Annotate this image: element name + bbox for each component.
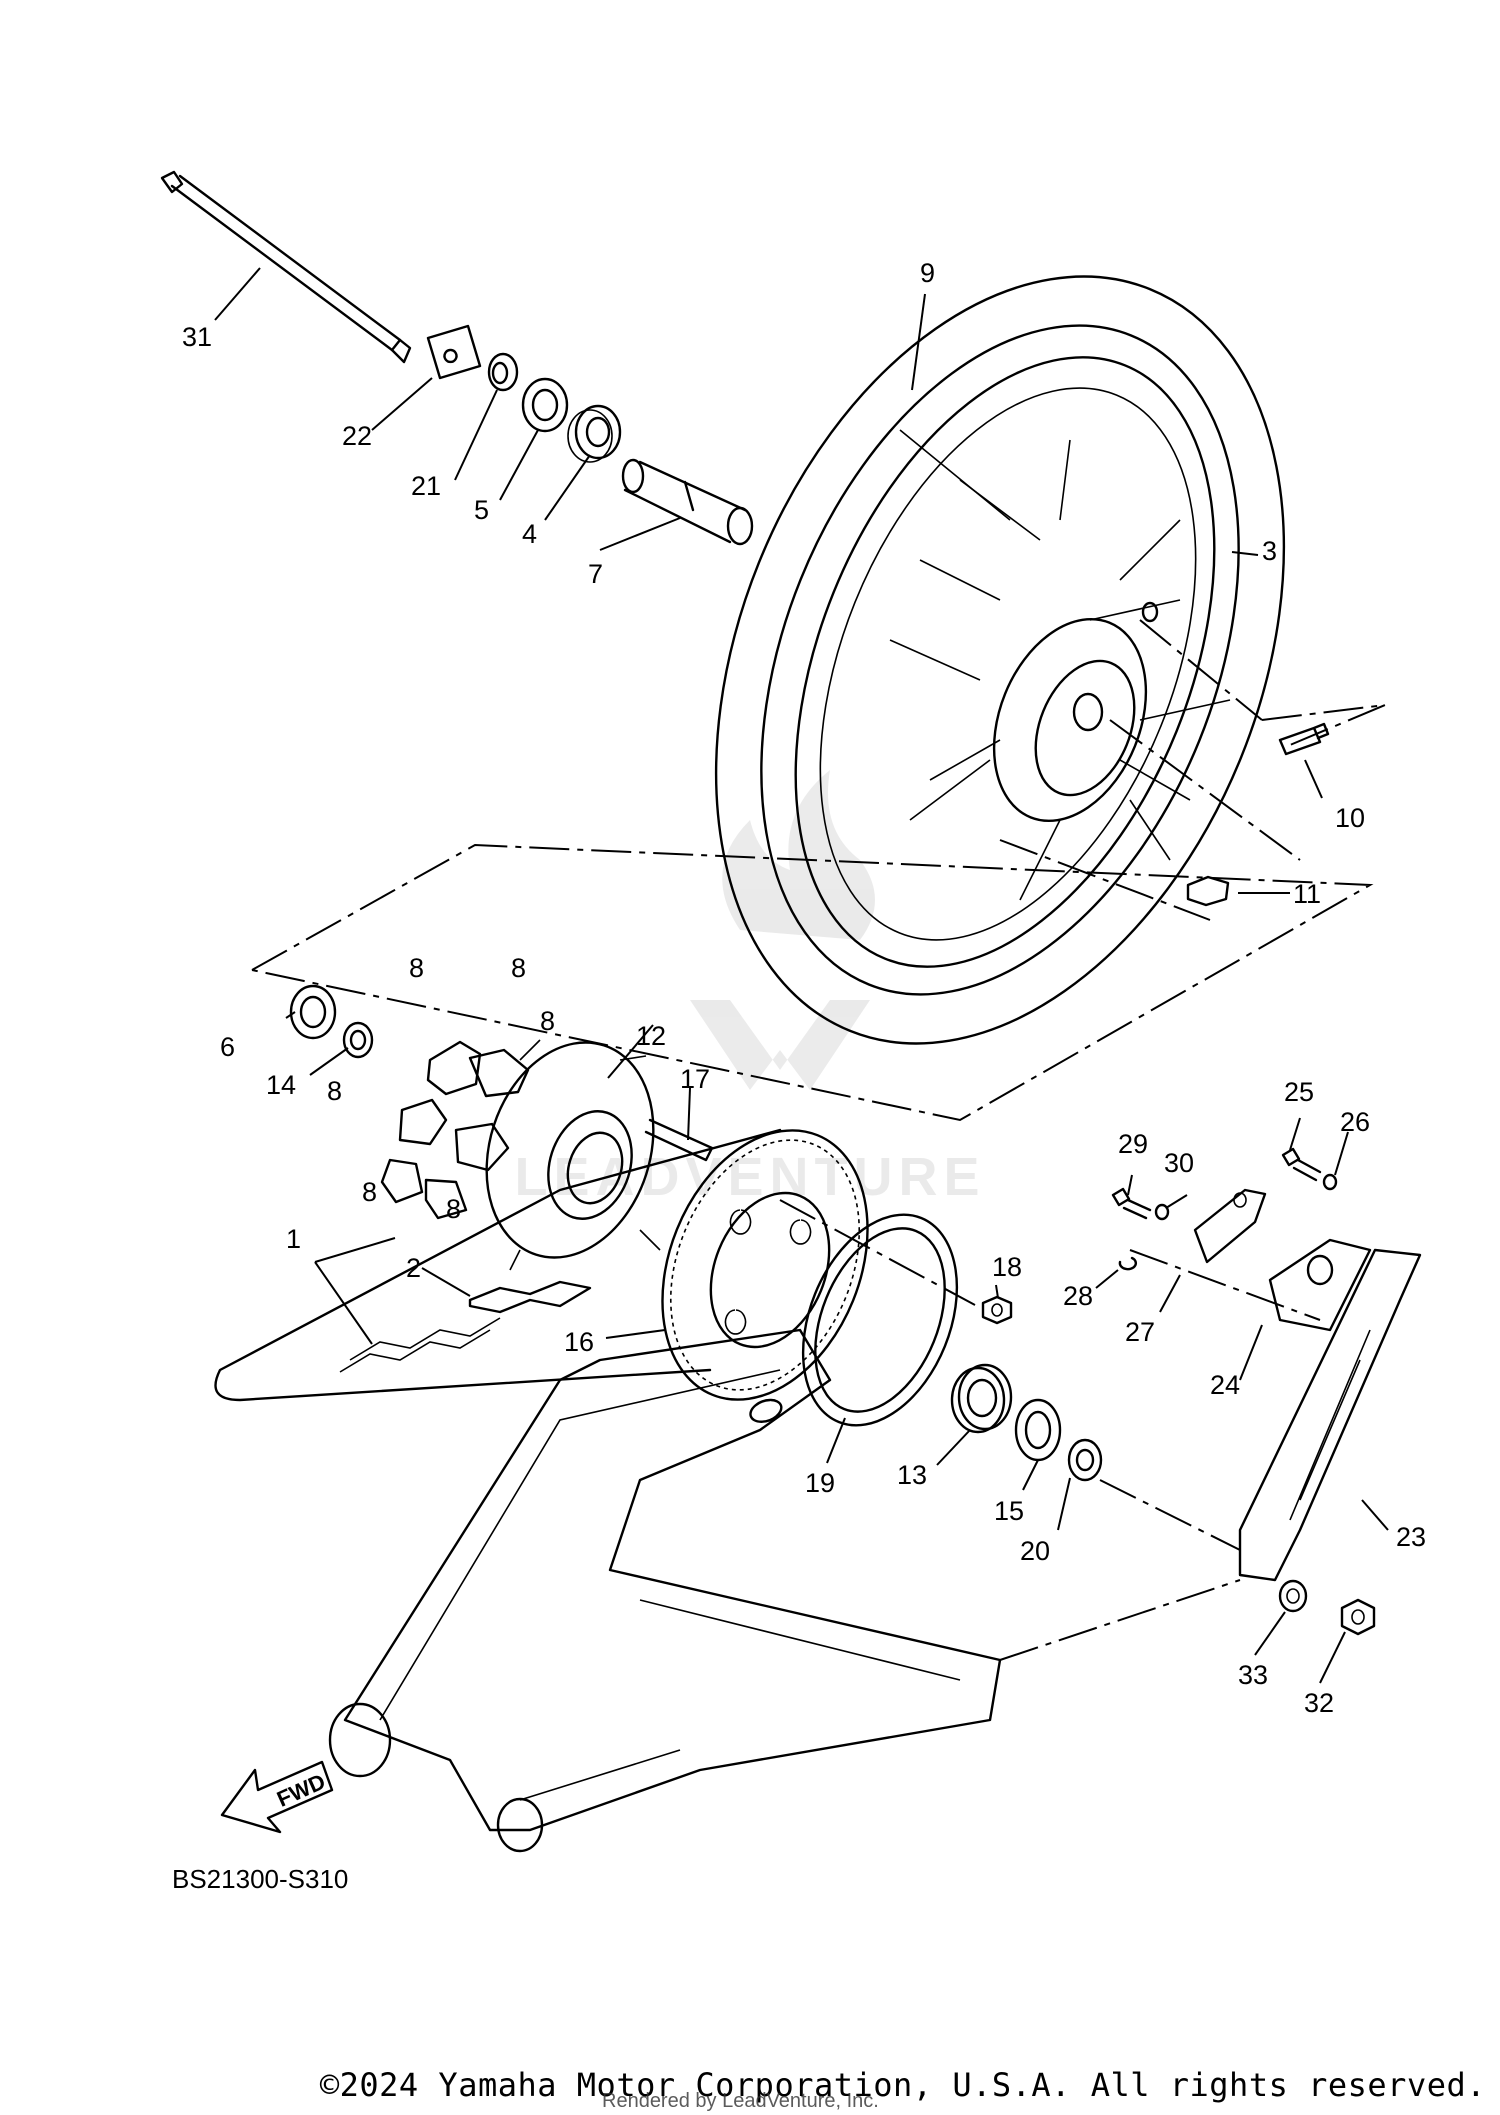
callout-10: 10	[1335, 803, 1365, 833]
balance-weight-11	[1186, 875, 1230, 907]
callout-12: 12	[636, 1021, 666, 1051]
callout-8a: 8	[409, 953, 424, 983]
callout-13: 13	[897, 1460, 927, 1490]
callout-8c: 8	[540, 1006, 555, 1036]
leader-lines	[214, 267, 1389, 1684]
callout-3: 3	[1262, 536, 1277, 566]
callout-31: 31	[182, 322, 212, 352]
collar-20	[1067, 1438, 1103, 1482]
bearing-6	[289, 984, 337, 1040]
copyright-notice: ©2024 Yamaha Motor Corporation, U.S.A. A…	[319, 2066, 1486, 2104]
sensor-27	[1193, 1188, 1267, 1264]
callout-23: 23	[1396, 1522, 1426, 1552]
callout-labels: 31 22 21 5 4 7 9 3 10 11 8 8 8 8 8 8 12 …	[182, 258, 1426, 1718]
callout-8b: 8	[511, 953, 526, 983]
diagram-code: BS21300-S310	[172, 1864, 348, 1894]
nut-18	[981, 1295, 1013, 1325]
callout-18: 18	[992, 1252, 1022, 1282]
callout-20: 20	[1020, 1536, 1050, 1566]
master-link-2	[468, 1280, 592, 1314]
callout-25: 25	[1284, 1077, 1314, 1107]
bearing-13	[950, 1363, 1013, 1434]
callout-11: 11	[1293, 879, 1321, 909]
callout-33: 33	[1238, 1660, 1268, 1690]
axle-adjuster-plate	[426, 324, 482, 380]
oil-seal-15	[1014, 1398, 1062, 1462]
callout-1: 1	[286, 1224, 301, 1254]
callout-8d: 8	[327, 1076, 342, 1106]
callout-6: 6	[220, 1032, 235, 1062]
callout-4: 4	[522, 519, 537, 549]
sensor-bracket-24	[1268, 1238, 1372, 1332]
callout-19: 19	[805, 1468, 835, 1498]
callout-16: 16	[564, 1327, 594, 1357]
fwd-label: FWD	[273, 1769, 329, 1812]
drive-chain-1	[214, 1128, 782, 1402]
callout-24: 24	[1210, 1370, 1240, 1400]
callout-30: 30	[1164, 1148, 1194, 1178]
rear-sprocket-16	[661, 1129, 869, 1401]
callout-9: 9	[920, 258, 935, 288]
clip-28	[1118, 1256, 1137, 1271]
callout-22: 22	[342, 421, 372, 451]
swingarm	[328, 1328, 1002, 1853]
callout-21: 21	[411, 471, 441, 501]
callout-5: 5	[474, 495, 489, 525]
oil-seal-5	[521, 377, 569, 433]
rear-wheel-and-tire	[714, 275, 1286, 1045]
bolt-29	[1111, 1187, 1152, 1220]
callout-2: 2	[406, 1253, 421, 1283]
rendered-by-credit: Rendered by LeadVenture, Inc.	[602, 2090, 879, 2112]
chain-guard-19	[801, 1213, 959, 1427]
callout-14: 14	[266, 1070, 296, 1100]
callout-26: 26	[1340, 1107, 1370, 1137]
rear-axle	[160, 170, 412, 364]
callout-28: 28	[1063, 1281, 1093, 1311]
collar-21	[487, 352, 519, 392]
callout-32: 32	[1304, 1688, 1334, 1718]
chain-slider-23	[1238, 1248, 1422, 1582]
forward-arrow-icon: FWD	[220, 1760, 334, 1834]
callout-8f: 8	[446, 1194, 461, 1224]
bearing-4	[567, 404, 622, 463]
collar-14	[342, 1021, 374, 1059]
assembly-lines	[251, 619, 1386, 1661]
bolt-25	[1281, 1147, 1322, 1182]
washer-33	[1278, 1579, 1308, 1613]
callout-17: 17	[680, 1064, 710, 1094]
washer-26	[1322, 1173, 1338, 1191]
washer-30	[1154, 1203, 1170, 1221]
watermark-logo: LEADVENTURE	[514, 770, 985, 1207]
spacer-tube-7	[621, 458, 754, 546]
wheel-damper-set-8	[380, 1040, 530, 1220]
axle-nut-32	[1340, 1598, 1376, 1636]
watermark-text: LEADVENTURE	[514, 1147, 985, 1207]
callout-8e: 8	[362, 1177, 377, 1207]
callout-27: 27	[1125, 1317, 1155, 1347]
callout-29: 29	[1118, 1129, 1148, 1159]
callout-15: 15	[994, 1496, 1024, 1526]
callout-7: 7	[588, 559, 603, 589]
